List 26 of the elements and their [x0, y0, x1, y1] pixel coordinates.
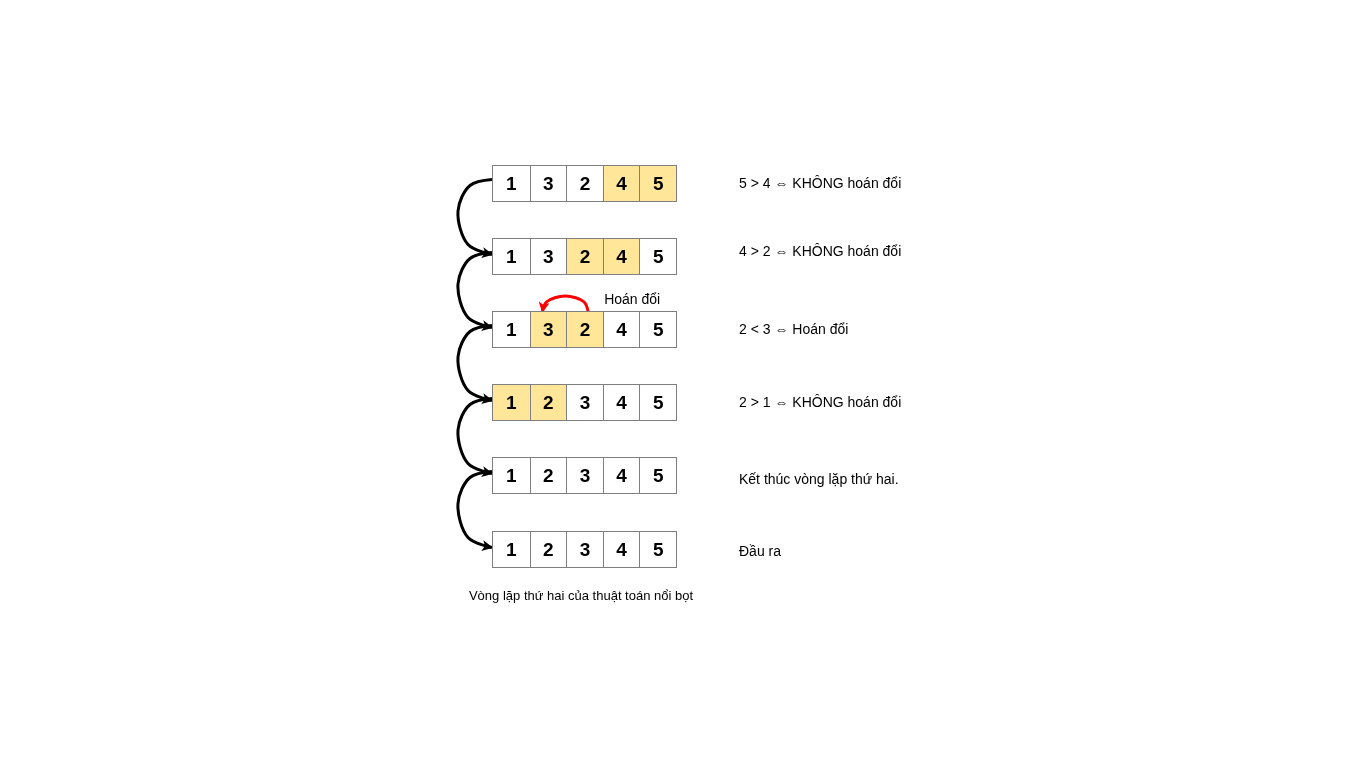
array-row [492, 531, 677, 568]
curved-arrow [456, 397, 494, 477]
highlighted-array-cell: 5 [639, 166, 676, 201]
step-description: Kết thúc vòng lặp thứ hai. [739, 470, 899, 488]
array-row [492, 165, 677, 202]
array-row [492, 457, 677, 494]
curved-arrow [456, 324, 494, 404]
caption: Vòng lặp thứ hai của thuật toán nổi bọt [468, 588, 694, 604]
curved-arrow [456, 251, 494, 331]
step-description: 2 < 3 ⇔ Hoán đổi [739, 320, 849, 338]
array-row [492, 384, 677, 421]
highlighted-array-cell: 2 [566, 239, 603, 274]
curved-arrow [456, 178, 494, 258]
highlighted-array-cell: 4 [602, 166, 640, 201]
highlighted-array-cell: 3 [529, 312, 567, 347]
array-row [492, 238, 677, 275]
step-description: 2 > 1 ⇔ KHÔNG hoán đổi [739, 393, 902, 411]
highlighted-array-cell: 1 [493, 385, 530, 420]
curved-arrow [456, 470, 494, 551]
highlighted-array-cell: 4 [602, 239, 640, 274]
step-description: Đầu ra [739, 542, 782, 560]
highlighted-array-cell: 2 [566, 312, 603, 347]
array-row [492, 311, 677, 348]
step-description: 4 > 2 ⇔ KHÔNG hoán đổi [739, 242, 902, 260]
step-description: 5 > 4 ⇔ KHÔNG hoán đổi [739, 174, 902, 192]
highlighted-array-cell: 2 [529, 385, 567, 420]
